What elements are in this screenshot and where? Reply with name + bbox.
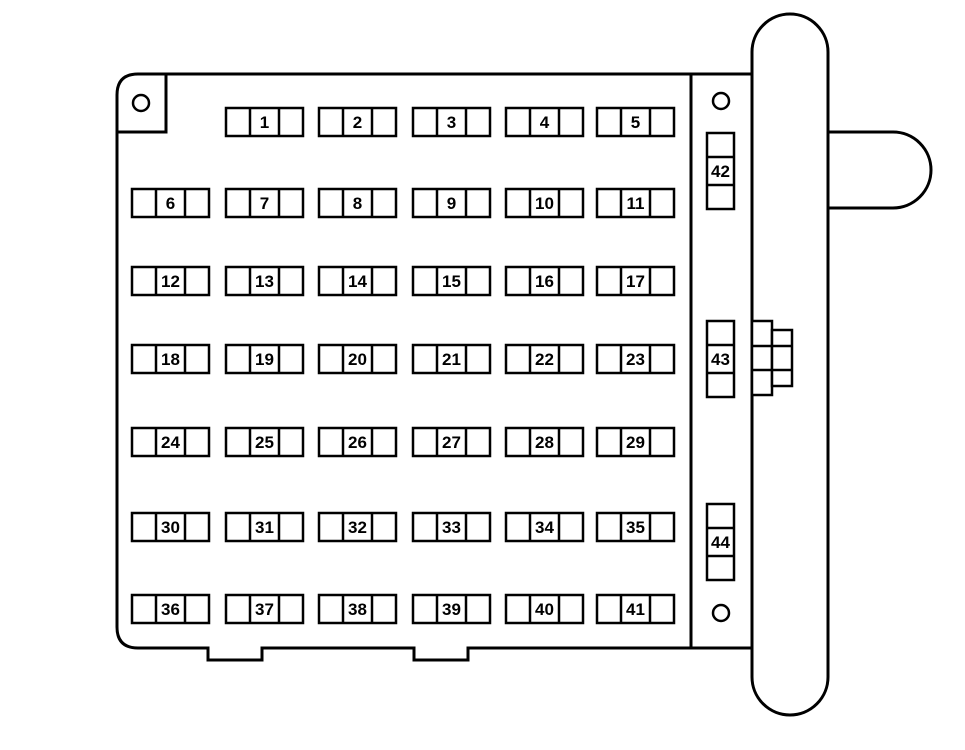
- fuse-slot: 2: [317, 106, 398, 138]
- connector-block: [750, 319, 794, 397]
- fuse-number: 14: [348, 272, 367, 291]
- fuse-slot: 22: [504, 343, 585, 375]
- fuse-slot: 43: [705, 319, 736, 399]
- mounting-hole: [131, 93, 151, 113]
- fuse-slot: 6: [130, 187, 211, 219]
- fuse-slot: 27: [411, 426, 492, 458]
- fuse-slot: 35: [595, 511, 676, 543]
- fuse-slot: 23: [595, 343, 676, 375]
- fuse-number: 25: [255, 433, 274, 452]
- fuse-number: 33: [442, 518, 461, 537]
- fuse-number: 20: [348, 350, 367, 369]
- fuse-slot: 31: [224, 511, 305, 543]
- fuse-slot: 40: [504, 593, 585, 625]
- fuse-number: 22: [535, 350, 554, 369]
- fuse-slot: 25: [224, 426, 305, 458]
- fuse-number: 15: [442, 272, 461, 291]
- fuse-slot: 21: [411, 343, 492, 375]
- fuse-slot: 41: [595, 593, 676, 625]
- fuse-slot: 4: [504, 106, 585, 138]
- fuse-number: 27: [442, 433, 461, 452]
- fuse-number: 32: [348, 518, 367, 537]
- fuse-slot: 32: [317, 511, 398, 543]
- fuse-slot: 28: [504, 426, 585, 458]
- fuse-slot: 10: [504, 187, 585, 219]
- fuse-number: 24: [161, 433, 180, 452]
- fuse-slot: 36: [130, 593, 211, 625]
- fuse-number: 42: [711, 162, 730, 181]
- fuse-slot: 14: [317, 265, 398, 297]
- fuse-slot: 26: [317, 426, 398, 458]
- fuse-number: 31: [255, 518, 274, 537]
- fuse-number: 30: [161, 518, 180, 537]
- fuse-slot: 11: [595, 187, 676, 219]
- fuse-slot: 33: [411, 511, 492, 543]
- fuse-slot: 42: [705, 131, 736, 211]
- fuse-number: 36: [161, 600, 180, 619]
- fuse-number: 21: [442, 350, 461, 369]
- fuse-slot: 34: [504, 511, 585, 543]
- fuse-slot: 38: [317, 593, 398, 625]
- fuse-number: 17: [626, 272, 645, 291]
- fuse-slot: 19: [224, 343, 305, 375]
- fuse-number: 29: [626, 433, 645, 452]
- fuse-number: 8: [353, 194, 362, 213]
- fuse-slot: 9: [411, 187, 492, 219]
- fuse-number: 35: [626, 518, 645, 537]
- mounting-holes: [131, 91, 731, 623]
- fuse-slot: 13: [224, 265, 305, 297]
- fuse-number: 41: [626, 600, 645, 619]
- fuse-slot: 37: [224, 593, 305, 625]
- fuse-number: 6: [166, 194, 175, 213]
- fuse-number: 7: [260, 194, 269, 213]
- mounting-hole: [711, 91, 731, 111]
- fuse-slot: 15: [411, 265, 492, 297]
- fuse-number: 13: [255, 272, 274, 291]
- fuse-slot: 44: [705, 502, 736, 582]
- fuse-number: 9: [447, 194, 456, 213]
- fuse-number: 4: [540, 113, 550, 132]
- fuse-slot: 17: [595, 265, 676, 297]
- fuse-number: 23: [626, 350, 645, 369]
- fuse-slot: 5: [595, 106, 676, 138]
- fuse-slot: 18: [130, 343, 211, 375]
- fuse-number: 2: [353, 113, 362, 132]
- fuse-number: 28: [535, 433, 554, 452]
- fuse-number: 40: [535, 600, 554, 619]
- fuse-number: 1: [260, 113, 269, 132]
- fuse-slot: 39: [411, 593, 492, 625]
- fuse-number: 44: [711, 533, 730, 552]
- fuse-slot: 3: [411, 106, 492, 138]
- bracket-arm: [818, 130, 933, 210]
- fuse-number: 19: [255, 350, 274, 369]
- fuse-number: 43: [711, 350, 730, 369]
- fuse-number: 3: [447, 113, 456, 132]
- fuse-number: 37: [255, 600, 274, 619]
- fuse-slot: 1: [224, 106, 305, 138]
- fuse-number: 18: [161, 350, 180, 369]
- fuse-slot: 29: [595, 426, 676, 458]
- corner-notch: [117, 74, 168, 134]
- fuse-number: 39: [442, 600, 461, 619]
- fuse-slot: 16: [504, 265, 585, 297]
- side-fuse-column: 42 43 44: [705, 131, 736, 582]
- fuse-number: 5: [631, 113, 640, 132]
- fuse-number: 10: [535, 194, 554, 213]
- fuse-slot: 20: [317, 343, 398, 375]
- fuse-number: 34: [535, 518, 554, 537]
- fuse-slot: 24: [130, 426, 211, 458]
- fuse-number: 26: [348, 433, 367, 452]
- fuse-number: 12: [161, 272, 180, 291]
- fuse-slot: 8: [317, 187, 398, 219]
- mounting-hole: [711, 603, 731, 623]
- fuse-number: 38: [348, 600, 367, 619]
- fuse-slot: 30: [130, 511, 211, 543]
- fuse-number: 16: [535, 272, 554, 291]
- fuse-number: 11: [627, 194, 645, 213]
- fuse-slot: 12: [130, 265, 211, 297]
- fuse-slot: 7: [224, 187, 305, 219]
